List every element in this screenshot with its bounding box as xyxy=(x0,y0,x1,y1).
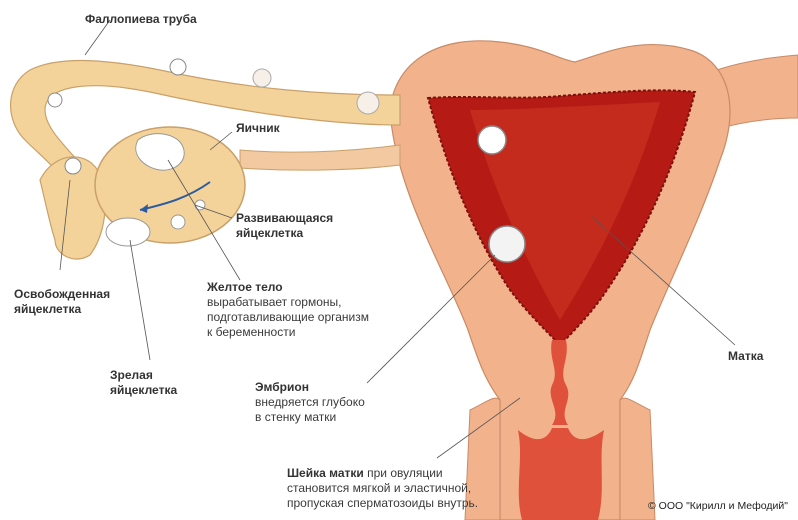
corpus-luteum xyxy=(135,133,185,171)
label-ovary: Яичник xyxy=(236,121,280,135)
cavity-inner xyxy=(470,102,660,320)
egg xyxy=(169,58,187,76)
released-egg xyxy=(64,157,82,175)
vaginal-wall xyxy=(464,397,656,520)
follicle xyxy=(194,199,206,211)
egg xyxy=(252,68,272,88)
vagina-lumen xyxy=(518,428,604,520)
fimbriae xyxy=(39,156,106,260)
copyright: © ООО "Кирилл и Мефодий" xyxy=(648,500,788,512)
label-uterus: Матка xyxy=(728,349,764,363)
embryo xyxy=(488,225,526,263)
label-fallopian-tube: Фаллопиева труба xyxy=(85,12,197,26)
ovarian-ligament xyxy=(239,144,401,171)
ovary xyxy=(94,126,246,244)
egg xyxy=(356,91,380,115)
follicle xyxy=(170,214,186,230)
mature-follicle xyxy=(105,217,151,247)
egg xyxy=(47,92,63,108)
blastocyst xyxy=(477,125,507,155)
cervical-canal xyxy=(550,340,569,425)
leader-lines xyxy=(59,19,736,459)
